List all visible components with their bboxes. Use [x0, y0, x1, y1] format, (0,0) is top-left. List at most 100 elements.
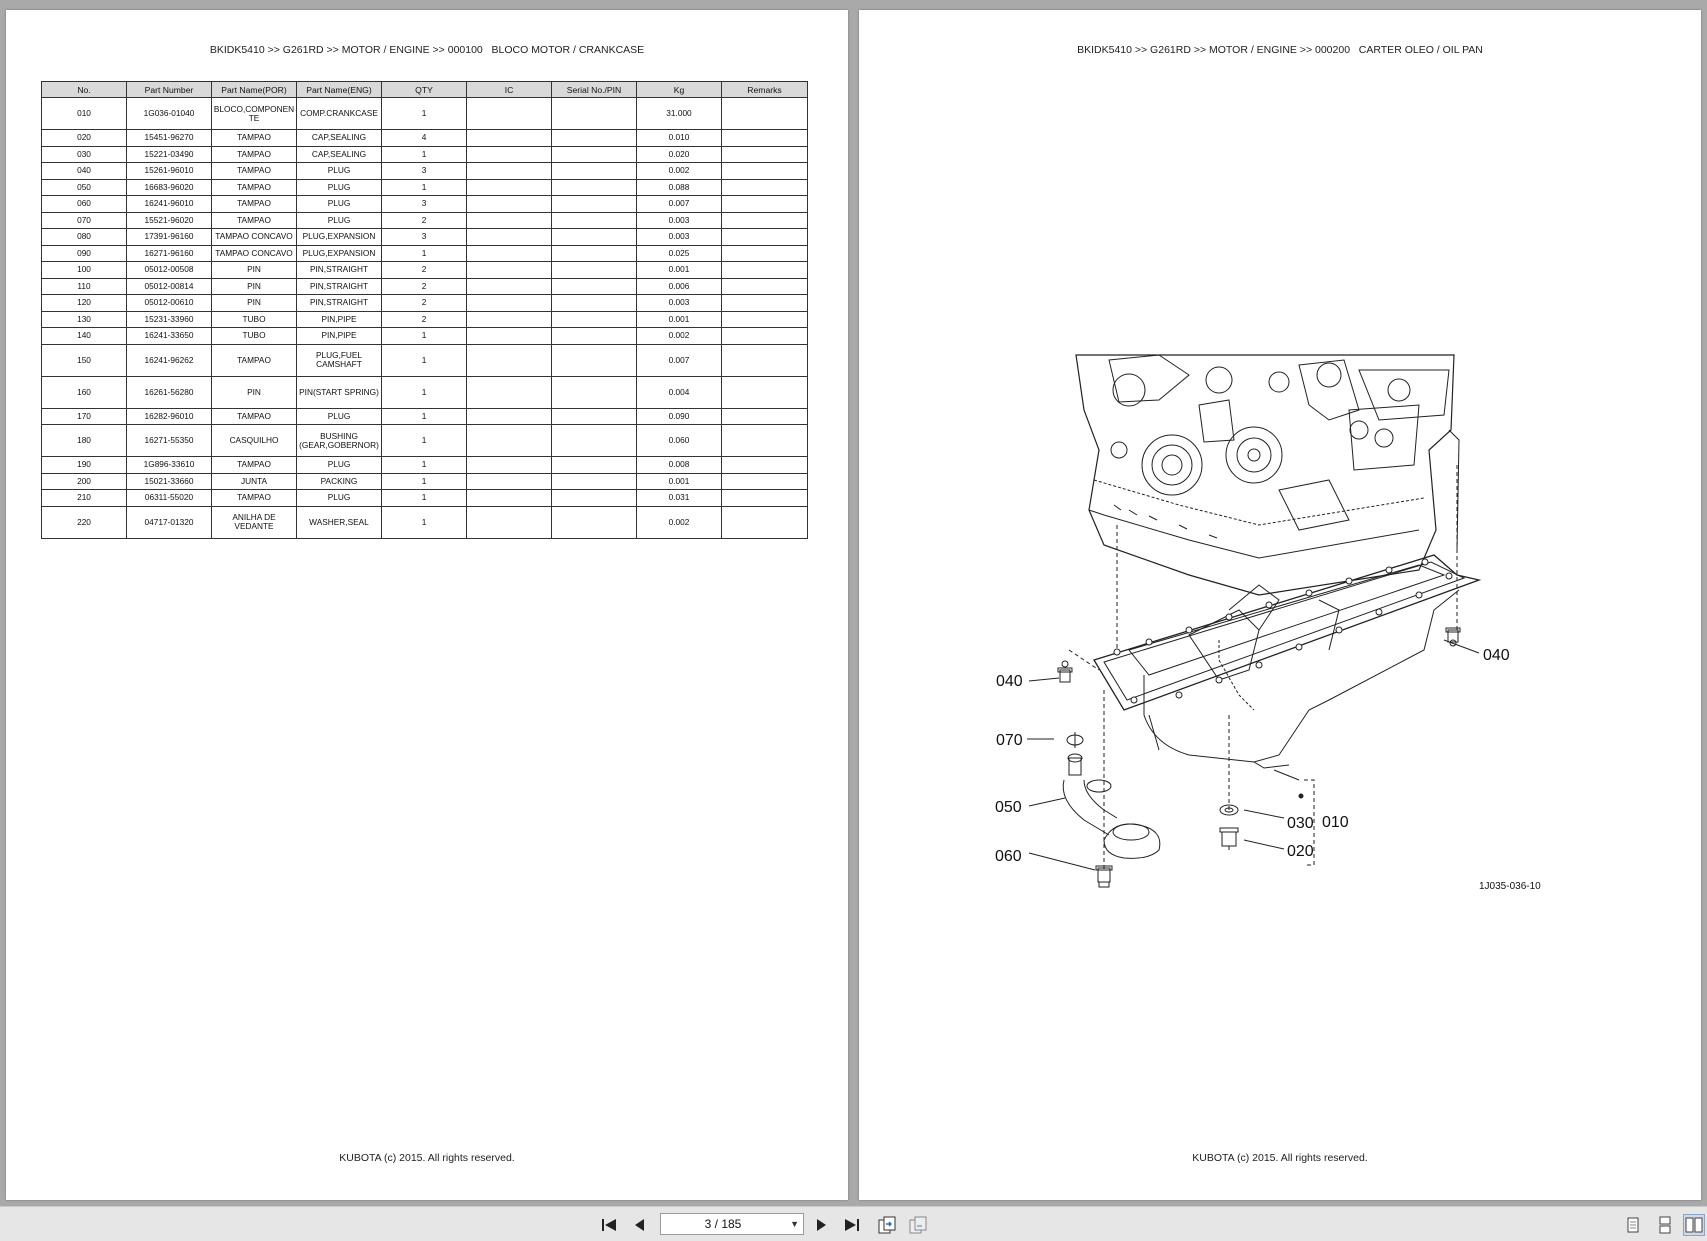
table-cell-name-eng: BUSHING (GEAR,GOBERNOR) — [296, 424, 382, 457]
table-cell-name-por: CASQUILHO — [211, 424, 297, 457]
table-cell-name-por: TAMPAO — [211, 162, 297, 180]
table-cell-remarks — [721, 211, 808, 229]
table-cell-qty: 1 — [381, 97, 467, 130]
table-cell-part-number: 1G036-01040 — [126, 97, 212, 130]
rotate-view-button[interactable] — [876, 1214, 898, 1236]
table-cell-no: 060 — [41, 195, 127, 213]
pdf-page-diagram: BKIDK5410 >> G261RD >> MOTOR / ENGINE >>… — [859, 10, 1701, 1200]
table-cell-qty: 1 — [381, 505, 467, 539]
table-cell-ic — [466, 97, 552, 130]
page-layout-button[interactable] — [907, 1214, 929, 1236]
table-cell-ic — [466, 145, 552, 163]
table-cell-kg: 0.020 — [636, 145, 722, 163]
table-cell-ic — [466, 489, 552, 507]
table-cell-name-eng: PIN,PIPE — [296, 310, 382, 328]
bottom-toolbar: 3 / 185 ▼ — [0, 1206, 1707, 1241]
table-cell-serial — [551, 424, 637, 457]
table-cell-kg: 0.010 — [636, 129, 722, 147]
table-cell-ic — [466, 277, 552, 295]
table-cell-name-por: PIN — [211, 294, 297, 312]
table-cell-kg: 0.008 — [636, 456, 722, 474]
table-cell-name-por: TAMPAO — [211, 178, 297, 196]
seal-030 — [1219, 804, 1239, 816]
table-cell-remarks — [721, 129, 808, 147]
table-cell-part-number: 15221-03490 — [126, 145, 212, 163]
page-number-select[interactable]: 3 / 185 ▼ — [660, 1213, 804, 1235]
table-cell-remarks — [721, 277, 808, 295]
two-page-view-button[interactable] — [1683, 1214, 1705, 1236]
table-cell-part-number: 15521-96020 — [126, 211, 212, 229]
table-cell-kg: 0.002 — [636, 162, 722, 180]
table-cell-qty: 1 — [381, 472, 467, 490]
o-ring-070 — [1066, 732, 1084, 748]
table-cell-name-por: TAMPAO — [211, 456, 297, 474]
table-cell-no: 220 — [41, 505, 127, 539]
table-cell-name-eng: PLUG,EXPANSION — [296, 228, 382, 246]
first-page-button[interactable] — [598, 1214, 620, 1236]
engine-block-drawing — [1075, 354, 1460, 596]
table-cell-remarks — [721, 162, 808, 180]
single-page-view-button[interactable] — [1622, 1214, 1644, 1236]
table-cell-name-eng: PIN,PIPE — [296, 327, 382, 345]
table-cell-qty: 2 — [381, 294, 467, 312]
table-cell-serial — [551, 162, 637, 180]
table-cell-kg: 0.002 — [636, 327, 722, 345]
table-cell-qty: 4 — [381, 129, 467, 147]
table-cell-remarks — [721, 456, 808, 474]
table-cell-part-number: 15261-96010 — [126, 162, 212, 180]
table-cell-no: 180 — [41, 424, 127, 457]
table-cell-name-por: TAMPAO CONCAVO — [211, 228, 297, 246]
table-cell-ic — [466, 505, 552, 539]
table-cell-ic — [466, 195, 552, 213]
table-cell-part-number: 16683-96020 — [126, 178, 212, 196]
column-header: Remarks — [721, 81, 808, 98]
table-cell-serial — [551, 129, 637, 147]
callout-010: 010 — [1322, 814, 1349, 831]
table-cell-name-por: PIN — [211, 375, 297, 409]
callout-020: 020 — [1287, 843, 1314, 860]
column-header: Kg — [636, 81, 722, 98]
table-cell-name-por: TAMPAO — [211, 211, 297, 229]
table-cell-serial — [551, 294, 637, 312]
table-cell-no: 080 — [41, 228, 127, 246]
callout-030: 030 — [1287, 815, 1314, 832]
table-cell-serial — [551, 375, 637, 409]
table-cell-serial — [551, 195, 637, 213]
oil-pan-drawing — [1093, 554, 1482, 769]
table-cell-qty: 2 — [381, 310, 467, 328]
table-cell-name-eng: PIN,STRAIGHT — [296, 277, 382, 295]
table-cell-kg: 0.003 — [636, 294, 722, 312]
table-cell-name-por: TAMPAO — [211, 407, 297, 425]
table-cell-part-number: 16261-56280 — [126, 375, 212, 409]
table-cell-name-eng: PIN,STRAIGHT — [296, 294, 382, 312]
table-cell-qty: 3 — [381, 162, 467, 180]
table-cell-no: 200 — [41, 472, 127, 490]
callout-040-left: 040 — [996, 673, 1023, 690]
table-cell-name-por: BLOCO,COMPONEN TE — [211, 97, 297, 130]
table-cell-no: 170 — [41, 407, 127, 425]
last-page-button[interactable] — [841, 1214, 863, 1236]
table-cell-name-eng: PLUG,EXPANSION — [296, 244, 382, 262]
table-cell-no: 130 — [41, 310, 127, 328]
column-header: No. — [41, 81, 127, 98]
table-cell-remarks — [721, 489, 808, 507]
previous-page-button[interactable] — [629, 1214, 651, 1236]
next-page-button[interactable] — [810, 1214, 832, 1236]
table-cell-serial — [551, 472, 637, 490]
table-cell-ic — [466, 244, 552, 262]
table-cell-kg: 31.000 — [636, 97, 722, 130]
table-cell-ic — [466, 472, 552, 490]
continuous-view-button[interactable] — [1654, 1214, 1676, 1236]
column-header: Serial No./PIN — [551, 81, 637, 98]
table-cell-serial — [551, 407, 637, 425]
table-cell-serial — [551, 261, 637, 279]
table-cell-ic — [466, 456, 552, 474]
